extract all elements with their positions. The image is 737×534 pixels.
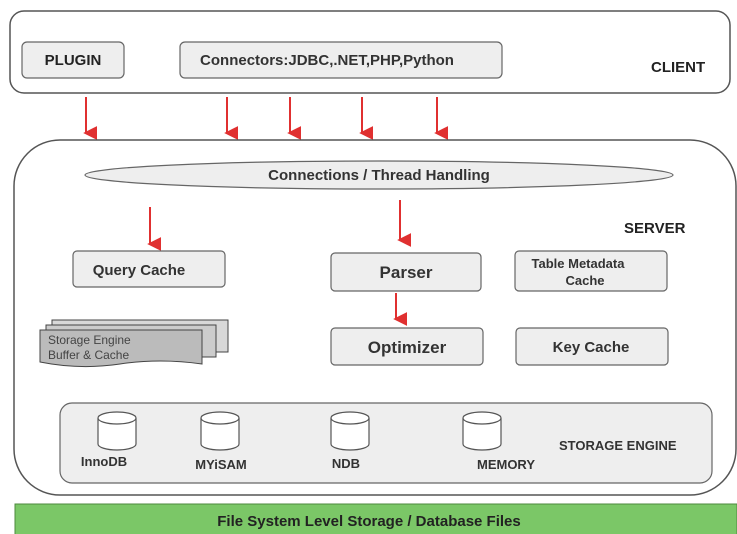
memory-engine: MEMORY	[462, 411, 535, 472]
plugin-box: PLUGIN	[21, 41, 125, 79]
connections-ellipse: Connections / Thread Handling	[84, 160, 674, 190]
storage-buffer-line2: Buffer & Cache	[48, 348, 129, 362]
connectors-label: Connectors:JDBC,.NET,PHP,Python	[200, 52, 454, 69]
optimizer-box: Optimizer	[330, 327, 484, 366]
connections-label: Connections / Thread Handling	[268, 167, 490, 184]
engine-label: MYiSAM	[195, 457, 247, 472]
parser-box: Parser	[330, 252, 482, 292]
parser-label: Parser	[380, 263, 433, 282]
optimizer-label: Optimizer	[368, 338, 447, 357]
ndb-engine: NDB	[330, 411, 370, 471]
client-panel: PLUGIN Connectors:JDBC,.NET,PHP,Python C…	[9, 10, 731, 94]
table-metadata-line2: Cache	[565, 273, 604, 288]
storage-engine-label: STORAGE ENGINE	[559, 438, 677, 453]
query-cache-box: Query Cache	[72, 250, 226, 288]
innodb-engine: InnoDB	[81, 411, 137, 469]
client-server-arrows	[83, 97, 449, 140]
storage-engine-buffer-cache: Storage Engine Buffer & Cache	[39, 319, 229, 368]
myisam-engine: MYiSAM	[195, 411, 247, 472]
server-panel: Connections / Thread Handling SERVER Que…	[13, 139, 737, 496]
engine-label: NDB	[332, 456, 360, 471]
server-label: SERVER	[624, 220, 686, 237]
key-cache-box: Key Cache	[515, 327, 669, 366]
file-system-storage-label: File System Level Storage / Database Fil…	[217, 513, 520, 530]
query-cache-label: Query Cache	[93, 262, 186, 279]
server-arrows	[147, 200, 412, 326]
connectors-box: Connectors:JDBC,.NET,PHP,Python	[179, 41, 503, 79]
storage-engine-panel: STORAGE ENGINE InnoDB MYiSAM	[59, 402, 713, 484]
table-metadata-cache-box: Table Metadata Cache	[514, 250, 668, 292]
database-icon	[462, 411, 502, 451]
storage-buffer-line1: Storage Engine	[48, 333, 131, 347]
client-label: CLIENT	[651, 59, 705, 76]
database-icon	[200, 411, 240, 451]
engine-label: MEMORY	[477, 457, 535, 472]
plugin-label: PLUGIN	[45, 52, 102, 69]
database-icon	[97, 411, 137, 451]
database-icon	[330, 411, 370, 451]
file-system-storage-bar: File System Level Storage / Database Fil…	[14, 503, 737, 534]
engine-label: InnoDB	[81, 454, 127, 469]
key-cache-label: Key Cache	[553, 339, 630, 356]
table-metadata-line1: Table Metadata	[532, 256, 626, 271]
